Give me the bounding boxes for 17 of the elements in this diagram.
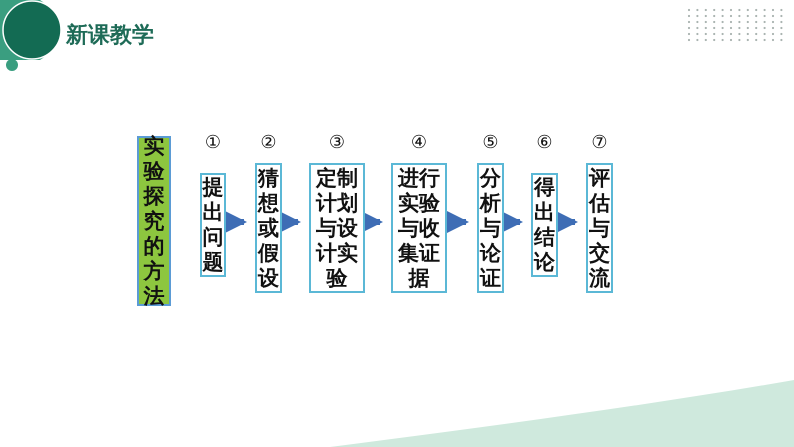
step-number: ⑥ <box>535 132 554 153</box>
step-number: ④ <box>410 132 428 153</box>
step-box: 猜想或假设 <box>255 163 282 293</box>
step-number: ② <box>259 132 278 153</box>
step-box: 得出结论 <box>531 173 558 277</box>
step-box: 分析与论证 <box>477 163 504 293</box>
step-box: 评估与交流 <box>586 163 613 293</box>
step-number: ③ <box>328 132 346 153</box>
title: 新课教学 <box>66 21 154 50</box>
step-box: 定制计划与设计实验 <box>309 163 365 293</box>
step-number: ① <box>204 132 222 153</box>
heading-box: 实验探究的方法 <box>137 136 171 306</box>
step-number: ⑤ <box>481 132 500 153</box>
step-box: 进行实验与收集证据 <box>391 163 447 293</box>
arrow <box>445 210 469 234</box>
step-number: ⑦ <box>590 132 609 153</box>
step-box: 提出问题 <box>200 173 226 277</box>
